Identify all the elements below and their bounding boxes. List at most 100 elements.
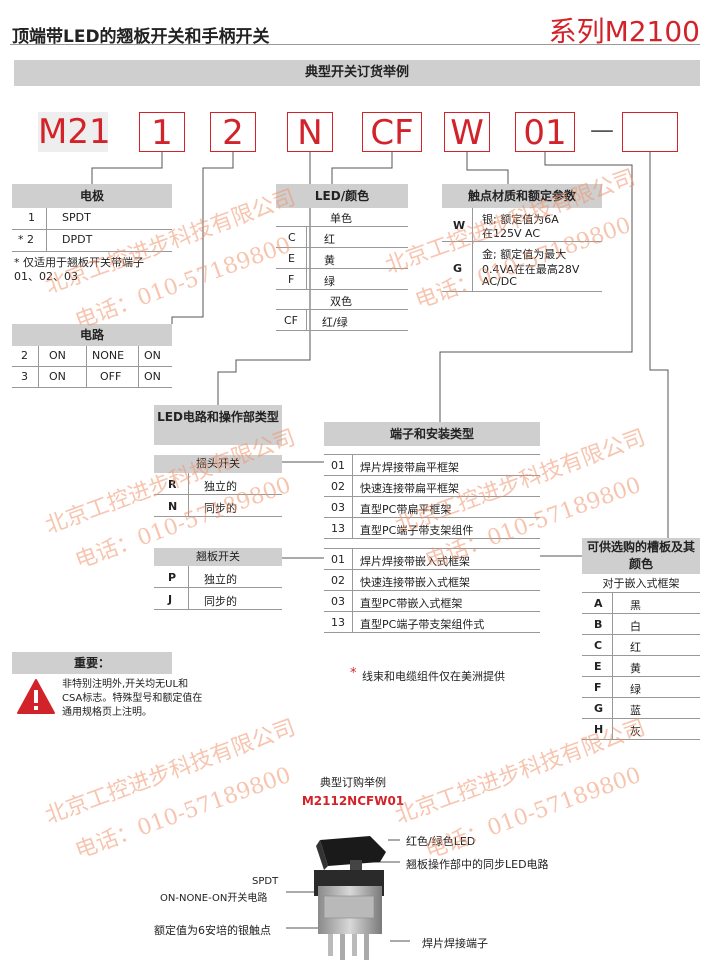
paddle-label: 翘板开关 <box>154 548 282 566</box>
colors-title: 可供选购的槽板及其颜色 <box>582 538 700 574</box>
circuit-key: 2 <box>21 349 28 362</box>
led-key: CF <box>284 314 299 327</box>
switch-image <box>310 826 400 969</box>
important-title: 重要： <box>12 652 172 674</box>
led-value: 红/绿 <box>322 316 348 329</box>
led-title: LED/颜色 <box>276 184 408 208</box>
important-line: CSA标志。特殊型号和额定值在 <box>62 693 203 704</box>
term-title: 端子和安装类型 <box>324 422 540 446</box>
pole-note: * 仅适用于翘板开关带端子 01、02、03 <box>14 256 144 283</box>
callout-led: 红色/绿色LED <box>406 835 476 848</box>
term-key: 03 <box>331 595 345 608</box>
contact-value: AC/DC <box>482 275 517 288</box>
term-key: 01 <box>331 553 345 566</box>
circuit-pos-c: ON <box>144 370 161 383</box>
pole-value: SPDT <box>62 211 91 224</box>
color-key: C <box>594 639 603 652</box>
color-key: E <box>594 660 602 673</box>
led-key: C <box>288 231 296 244</box>
term-value: 焊片焊接带嵌入式框架 <box>360 555 470 568</box>
color-value: 灰 <box>630 725 641 738</box>
colors-subtitle: 对于嵌入式框架 <box>602 577 680 590</box>
ledop-key: N <box>168 500 178 513</box>
led-value: 绿 <box>324 275 335 288</box>
colors-table: A 黑 B 白 C 红 E 黄 F 绿 G 蓝 H 灰 <box>582 592 700 740</box>
led-single-label: 单色 <box>330 212 352 225</box>
term-value: 直型PC带扁平框架 <box>360 503 452 516</box>
footnote-text: 线束和电缆组件仅在美洲提供 <box>362 670 505 683</box>
term-key: 13 <box>331 522 345 535</box>
ledop-key: R <box>168 478 177 491</box>
contact-value: 0.4VA在在最高28V <box>482 263 580 276</box>
term-key: 13 <box>331 616 345 629</box>
important-text: 非特别注明外,开关均无UL和 CSA标志。特殊型号和额定值在 通用规格页上注明。 <box>62 678 202 720</box>
ledop-value: 同步的 <box>204 502 237 515</box>
code-prefix: M21 <box>38 112 111 152</box>
circuit-pos-a: ON <box>49 370 66 383</box>
contact-value: 金; 额定值为最大 <box>482 248 567 261</box>
color-key: H <box>594 723 604 736</box>
code-box-color <box>622 112 678 152</box>
pole-value: DPDT <box>62 233 93 246</box>
important-line: 通用规格页上注明。 <box>62 707 152 718</box>
footnote-star: * <box>350 666 357 681</box>
color-value: 黄 <box>630 662 641 675</box>
color-key: F <box>594 681 602 694</box>
circuit-title: 电路 <box>12 324 172 346</box>
term-value: 快速连接带嵌入式框架 <box>360 576 470 589</box>
led-key: E <box>288 252 295 265</box>
example-code: M2112NCFW01 <box>301 794 405 808</box>
color-value: 红 <box>630 641 641 654</box>
term-value: 直型PC端子带支架组件 <box>360 524 474 537</box>
led-value: 黄 <box>324 254 335 267</box>
ledop-value: 独立的 <box>204 480 237 493</box>
term-value: 直型PC带嵌入式框架 <box>360 597 463 610</box>
warning-icon <box>16 678 56 719</box>
ledop-value: 同步的 <box>204 595 237 608</box>
color-key: B <box>594 618 603 631</box>
header-rule <box>10 44 700 45</box>
banner: 典型开关订货举例 <box>14 60 700 86</box>
ledop-key: J <box>168 593 173 606</box>
term-table-inset: 01 焊片焊接带嵌入式框架 02 快速连接带嵌入式框架 03 直型PC带嵌入式框… <box>324 548 540 633</box>
circuit-pos-b: NONE <box>92 349 125 362</box>
important-line: 非特别注明外,开关均无UL和 <box>62 679 189 690</box>
color-value: 白 <box>630 620 641 633</box>
led-dual-label: 双色 <box>330 295 352 308</box>
code-box-pole: 1 <box>139 112 185 153</box>
contact-table: W 银; 额定值为6A 在125V AC G 金; 额定值为最大 0.4VA在在… <box>442 208 602 292</box>
circuit-table: 2 ON NONE ON 3 ON OFF ON <box>12 346 172 388</box>
callout-terminal: 焊片焊接端子 <box>422 937 488 950</box>
ledop-key: P <box>168 571 177 584</box>
term-key: 03 <box>331 501 345 514</box>
code-box-ledop: N <box>287 112 333 153</box>
circuit-pos-b: OFF <box>100 370 122 383</box>
ledop-title: LED电路和操作部类型 <box>154 405 282 445</box>
code-box-term: 01 <box>515 112 575 153</box>
example-title: 典型订购举例 <box>320 776 386 789</box>
code-box-circuit: 2 <box>210 112 256 153</box>
contact-key: G <box>453 262 463 275</box>
term-key: 02 <box>331 480 345 493</box>
term-value: 直型PC端子带支架组件式 <box>360 618 485 631</box>
pole-table: 1 SPDT * 2 DPDT <box>12 208 172 252</box>
led-table: 单色 C 红 E 黄 F 绿 双色 CF 红/绿 <box>276 208 408 332</box>
term-key: 01 <box>331 459 345 472</box>
circuit-key: 3 <box>21 370 28 383</box>
callout-contact: 额定值为6安培的银触点 <box>154 924 271 937</box>
rocker-label: 摇头开关 <box>154 455 282 473</box>
term-value: 快速连接带扁平框架 <box>360 482 459 495</box>
color-key: A <box>594 597 603 610</box>
paddle-table: P 独立的 J 同步的 <box>154 566 282 610</box>
ledop-value: 独立的 <box>204 573 237 586</box>
circuit-pos-c: ON <box>144 349 161 362</box>
rocker-table: R 独立的 N 同步的 <box>154 473 282 517</box>
color-value: 绿 <box>630 683 641 696</box>
series-title: 系列M2100 <box>548 15 700 48</box>
contact-title: 触点材质和额定参数 <box>442 184 602 208</box>
color-key: G <box>594 702 604 715</box>
contact-key: W <box>453 219 466 232</box>
color-value: 蓝 <box>630 704 641 717</box>
contact-value: 在125V AC <box>482 227 541 240</box>
